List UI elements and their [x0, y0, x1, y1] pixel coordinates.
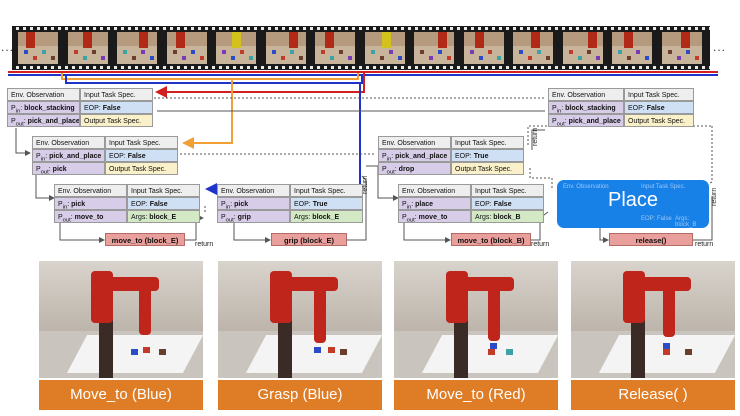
action-move-to-block-b: move_to (block_B) — [451, 233, 531, 246]
place-ghost-text: EOP: False — [641, 216, 672, 222]
eop-cell: EOP: False — [80, 101, 153, 114]
eop-cell: EOP: True — [451, 149, 524, 162]
filmstrip-ellipsis-left: ... — [1, 40, 15, 54]
env-observation-header: Env. Observation — [54, 184, 127, 197]
video-filmstrip — [12, 26, 710, 70]
task-table-pick-move: Env. Observation Input Task Spec. Pin: p… — [54, 184, 200, 224]
task-table-block-stacking-right: Env. Observation Input Task Spec. Pin: b… — [548, 88, 718, 128]
p-out-cell: Pout: move_to — [398, 210, 471, 223]
task-table-pick-and-place: Env. Observation Input Task Spec. Pin: p… — [32, 136, 178, 176]
place-ghost-text: Args: block_B — [675, 216, 697, 228]
film-frame — [315, 32, 355, 64]
input-task-spec-header: Input Task Spec. — [290, 184, 363, 197]
film-perforation-top — [12, 27, 710, 30]
film-frame — [414, 32, 454, 64]
return-label: return — [711, 187, 718, 206]
action-move-to-block-e: move_to (block_E) — [105, 233, 185, 246]
p-out-cell: Pout: pick_and_place — [548, 114, 624, 127]
eop-cell: EOP: False — [127, 197, 200, 210]
output-task-spec-cell: Output Task Spec. — [624, 114, 694, 127]
film-frame — [364, 32, 405, 64]
film-frame — [612, 32, 652, 64]
action-release: release() — [609, 233, 693, 246]
args-cell: Args: block_B — [471, 210, 544, 223]
p-in-cell: Pin: pick_and_place — [378, 149, 451, 162]
robot-photo-4 — [571, 261, 735, 378]
film-frame — [265, 32, 306, 64]
p-out-cell: Pout: pick — [32, 162, 105, 175]
p-out-cell: Pout: pick_and_place — [7, 114, 80, 127]
env-observation-header: Env. Observation — [32, 136, 105, 149]
env-observation-header: Env. Observation — [378, 136, 451, 149]
env-observation-header: Env. Observation — [548, 88, 624, 101]
eop-cell: EOP: True — [290, 197, 363, 210]
task-table-place-move: Env. Observation Input Task Spec. Pin: p… — [398, 184, 544, 224]
caption-move-to-blue: Move_to (Blue) — [39, 380, 203, 410]
film-perforation-bottom — [12, 66, 710, 69]
task-table-pick-and-place-done: Env. Observation Input Task Spec. Pin: p… — [378, 136, 524, 176]
eop-cell: EOP: False — [624, 101, 694, 114]
eop-cell: EOP: False — [471, 197, 544, 210]
filmstrip-ellipsis-right: ... — [713, 40, 727, 54]
film-frame — [562, 32, 603, 64]
p-out-cell: Pout: grip — [217, 210, 290, 223]
p-in-cell: Pin: block_stacking — [7, 101, 80, 114]
p-out-cell: Pout: move_to — [54, 210, 127, 223]
action-grip-block-e: grip (block_E) — [271, 233, 347, 246]
film-frame — [117, 32, 157, 64]
caption-move-to-red: Move_to (Red) — [394, 380, 558, 410]
args-cell: Args: block_E — [127, 210, 200, 223]
input-task-spec-header: Input Task Spec. — [80, 88, 153, 101]
input-task-spec-header: Input Task Spec. — [451, 136, 524, 149]
input-task-spec-header: Input Task Spec. — [624, 88, 694, 101]
p-in-cell: Pin: pick — [217, 197, 290, 210]
input-task-spec-header: Input Task Spec. — [471, 184, 544, 197]
task-table-block-stacking: Env. Observation Input Task Spec. Pin: b… — [7, 88, 153, 128]
return-label: return — [195, 241, 214, 248]
return-label: return — [695, 241, 714, 248]
place-task-highlight: Env. Observation Input Task Spec. Place … — [557, 180, 709, 228]
robot-photo-2 — [218, 261, 382, 378]
p-in-cell: Pin: place — [398, 197, 471, 210]
place-ghost-text: Input Task Spec. — [641, 184, 686, 190]
input-task-spec-header: Input Task Spec. — [105, 136, 178, 149]
robot-photo-3 — [394, 261, 558, 378]
eop-cell: EOP: False — [105, 149, 178, 162]
film-frame — [18, 32, 58, 64]
p-in-cell: Pin: pick_and_place — [32, 149, 105, 162]
return-label: return — [531, 241, 550, 248]
return-label: return — [362, 175, 369, 194]
film-frame — [166, 32, 207, 64]
film-frame — [216, 32, 256, 64]
caption-release: Release( ) — [571, 380, 735, 410]
robot-photo-1 — [39, 261, 203, 378]
film-frame — [67, 32, 108, 64]
env-observation-header: Env. Observation — [217, 184, 290, 197]
env-observation-header: Env. Observation — [7, 88, 80, 101]
p-out-cell: Pout: drop — [378, 162, 451, 175]
film-frame — [661, 32, 702, 64]
film-frame — [513, 32, 553, 64]
env-observation-header: Env. Observation — [398, 184, 471, 197]
caption-grasp-blue: Grasp (Blue) — [218, 380, 382, 410]
p-in-cell: Pin: pick — [54, 197, 127, 210]
task-table-pick-grip: Env. Observation Input Task Spec. Pin: p… — [217, 184, 363, 224]
input-task-spec-header: Input Task Spec. — [127, 184, 200, 197]
output-task-spec-cell: Output Task Spec. — [451, 162, 524, 175]
place-title: Place — [607, 189, 659, 211]
place-ghost-text: Env. Observation — [563, 184, 609, 190]
film-frame — [463, 32, 504, 64]
output-task-spec-cell: Output Task Spec. — [105, 162, 178, 175]
args-cell: Args: block_E — [290, 210, 363, 223]
return-label: return — [532, 127, 539, 146]
p-in-cell: Pin: block_stacking — [548, 101, 624, 114]
output-task-spec-cell: Output Task Spec. — [80, 114, 153, 127]
